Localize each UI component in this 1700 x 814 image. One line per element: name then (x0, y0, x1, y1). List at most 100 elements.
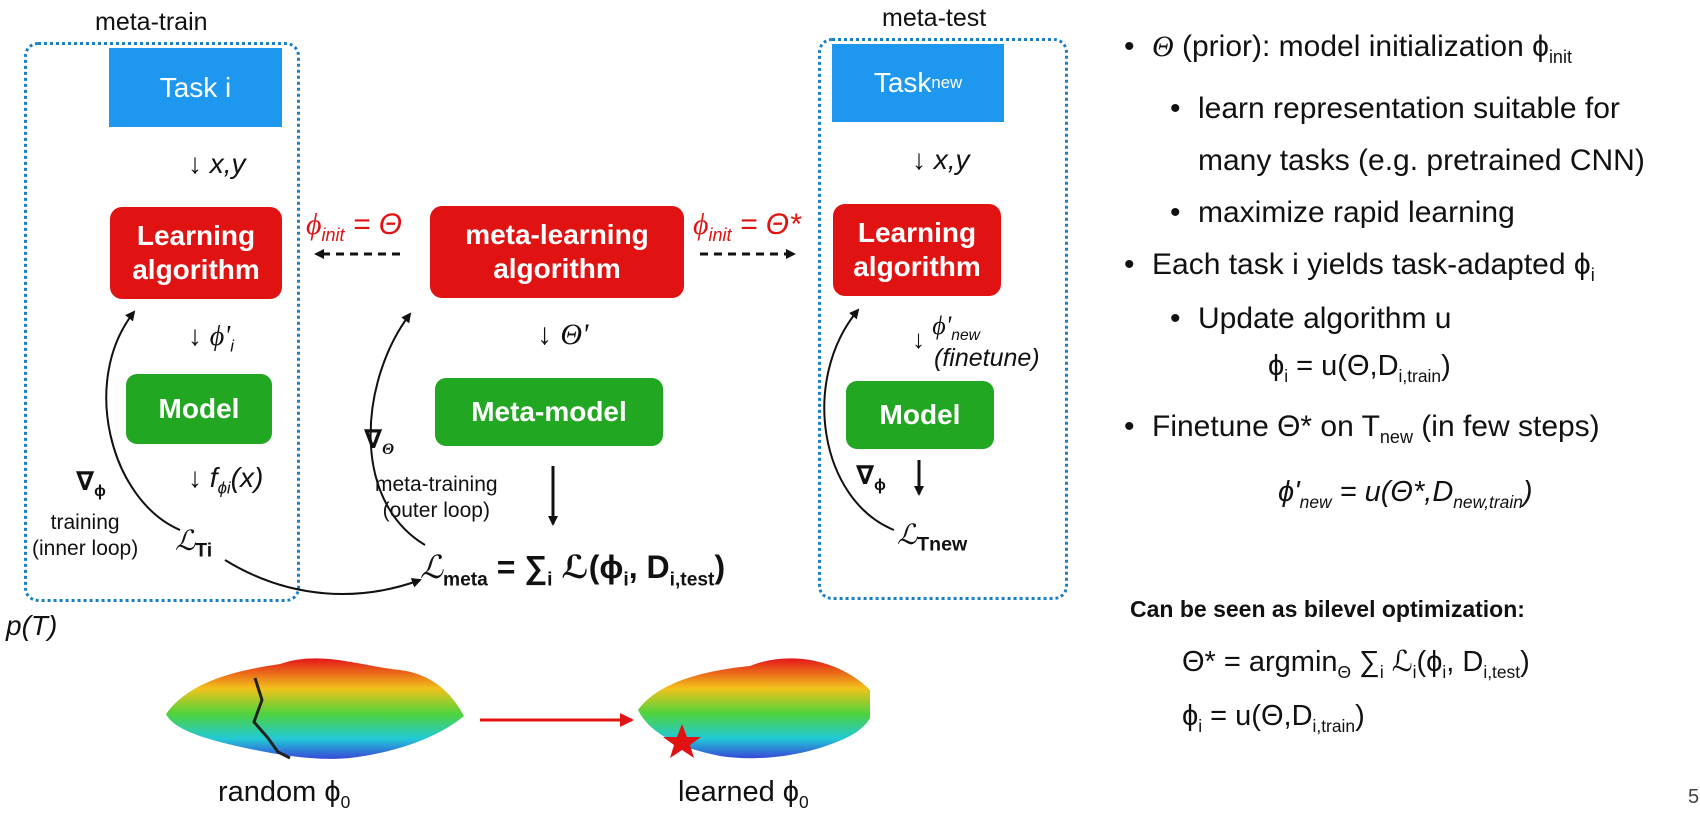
f-arg: (x) (230, 462, 264, 493)
phi-init-rest: = Θ (344, 208, 403, 241)
model-box-test: Model (846, 381, 994, 449)
meta-loss-symbol: ℒ (420, 549, 444, 585)
random-landscape-surface (166, 658, 464, 760)
bullet-learn-representation: •learn representation suitable for (1170, 92, 1620, 125)
grad-theta-sub: Θ (382, 441, 395, 459)
learning-algorithm-test: Learning algorithm (833, 204, 1001, 296)
xy-text: x,y (209, 148, 246, 179)
meta-test-region (818, 38, 1068, 600)
eq2-close: ) (1522, 476, 1533, 508)
learning-algorithm-test-label: Learning algorithm (853, 217, 981, 282)
phi-prime-i-label: ↓ ϕ'i (188, 320, 234, 356)
eq1-sub2: i,train (1398, 365, 1442, 386)
loss-new-symbol: ℒ (897, 520, 918, 551)
learning-algorithm-train: Learning algorithm (110, 207, 282, 299)
random-phi0-label: random ϕ0 (218, 776, 350, 813)
bullet-prior: •Θ (prior): model initialization ϕinit (1124, 30, 1572, 67)
meta-learning-algorithm-box: meta-learning algorithm (430, 206, 684, 298)
bilevel-line2: ϕi = u(Θ,Di,train) (1182, 700, 1365, 737)
grad-test-symbol: ∇ (856, 460, 875, 490)
meta-test-title: meta-test (882, 4, 987, 32)
bilevel-l1-c: ℒ (1383, 646, 1413, 678)
phi-init-symbol: ϕ (306, 208, 322, 241)
star-icon (663, 724, 701, 758)
bullet-learn-text: learn representation suitable for (1198, 92, 1620, 125)
meta-model-label: Meta-model (471, 396, 627, 427)
bilevel-l2-sub2: i,train (1312, 715, 1356, 736)
outer-loop-curve (369, 312, 426, 546)
random-phi-text: random ϕ (218, 776, 341, 808)
grad-sub: ϕ (94, 483, 106, 501)
model-train-label: Model (158, 393, 240, 424)
outer-loop-label: meta-training (outer loop) (375, 473, 498, 522)
inner-loop-label: training (inner loop) (32, 511, 139, 560)
eq1-sub1: i (1284, 365, 1289, 386)
task-new-label: Task (873, 67, 932, 98)
random-phi-sub: 0 (340, 791, 351, 812)
f-phi-label: ↓ fϕi(x) (188, 462, 264, 498)
bilevel-l1-a: Θ* = argmin (1182, 646, 1338, 678)
bullet-learn-cont-text: many tasks (e.g. pretrained CNN) (1198, 144, 1645, 177)
bilevel-l1-sub1: Θ (1337, 661, 1352, 682)
bilevel-l2-a: ϕ (1182, 700, 1199, 732)
f-sub: ϕi (217, 478, 231, 498)
grad-symbol: ∇ (76, 466, 95, 496)
bilevel-l1-sub3: i (1412, 661, 1417, 682)
bilevel-line1: Θ* = argminΘ ∑i ℒi(ϕi, Di,test) (1182, 644, 1530, 683)
bilevel-l2-c: ) (1355, 700, 1365, 732)
meta-loss-sub: meta (443, 569, 488, 591)
phi-init-star-symbol: ϕ (693, 208, 709, 241)
meta-train-title: meta-train (95, 8, 208, 36)
bullet-each-task-text: Each task i yields task-adapted ϕ (1152, 248, 1591, 281)
phi-init-star-sub: init (708, 225, 732, 245)
phi-new-text: ϕ' (932, 311, 952, 340)
grad-theta-label: ∇Θ (364, 424, 394, 459)
bullet-each-task: •Each task i yields task-adapted ϕi (1124, 248, 1595, 285)
theta-symbol: Θ (1152, 30, 1174, 63)
meta-model-box: Meta-model (435, 378, 663, 446)
phi-init-sub: init (321, 225, 345, 245)
page-number: 5 (1688, 786, 1700, 808)
p-t-label: p(T) (6, 610, 58, 641)
meta-learning-label: meta-learning algorithm (465, 219, 649, 284)
bilevel-l2-sub1: i (1198, 715, 1203, 736)
bullet-update-algorithm: •Update algorithm u (1170, 302, 1452, 335)
loss-ti-label: ℒTi (175, 524, 212, 563)
learning-algorithm-train-label: Learning algorithm (132, 220, 260, 285)
eq1-close: ) (1441, 350, 1451, 382)
meta-loss-eq: = ∑ (487, 549, 548, 585)
bilevel-l1-d: (ϕ (1416, 646, 1443, 678)
loss-tnew-label: ℒTnew (897, 518, 967, 557)
bullet-update-text: Update algorithm u (1198, 302, 1452, 335)
eq2-phi: ϕ' (1278, 476, 1300, 508)
bilevel-l1-b: ∑ (1351, 646, 1380, 678)
grad-phi-train: ∇ϕ (76, 466, 106, 501)
bullet-prior-sub: init (1548, 47, 1572, 67)
theta-prime-text: Θ' (560, 318, 589, 351)
bilevel-l1-sub5: i,test (1483, 661, 1521, 682)
xy-label-train: ↓ x,y (188, 148, 246, 179)
eq2-body: = u(Θ*,D (1331, 476, 1454, 508)
eq1-phi: ϕ (1268, 350, 1285, 382)
eq1-body: = u(Θ,D (1288, 350, 1399, 382)
finetune-label: (finetune) (934, 344, 1040, 372)
eq2-sub1: new (1299, 491, 1332, 512)
bilevel-heading: Can be seen as bilevel optimization: (1130, 596, 1525, 622)
loss-new-sub: Tnew (917, 533, 968, 556)
meta-loss-D-sub: i,test (669, 569, 715, 591)
diagram-arrows (105, 249, 924, 595)
theta-prime-label: ↓ Θ' (537, 318, 589, 351)
bullet-finetune-rest: (in few steps) (1412, 410, 1600, 443)
task-i-box: Task i (109, 48, 282, 127)
phi-new-label: ↓ ϕ'new (912, 311, 980, 354)
bilevel-l1-f: ) (1520, 646, 1530, 678)
task-i-label: Task i (159, 71, 232, 103)
meta-loss-formula: ℒmeta = ∑i ℒ(ϕi, Di,test) (420, 548, 725, 591)
bullet-finetune-text: Finetune Θ* on T (1152, 410, 1380, 443)
bullet-each-task-sub: i (1590, 265, 1595, 285)
learned-phi0-label: learned ϕ0 (678, 776, 809, 813)
bilevel-l2-b: = u(Θ,D (1202, 700, 1313, 732)
phi-init-theta-label: ϕinit = Θ (306, 208, 402, 246)
bilevel-l1-sub4: i (1442, 661, 1447, 682)
xy-test-text: x,y (933, 144, 970, 175)
